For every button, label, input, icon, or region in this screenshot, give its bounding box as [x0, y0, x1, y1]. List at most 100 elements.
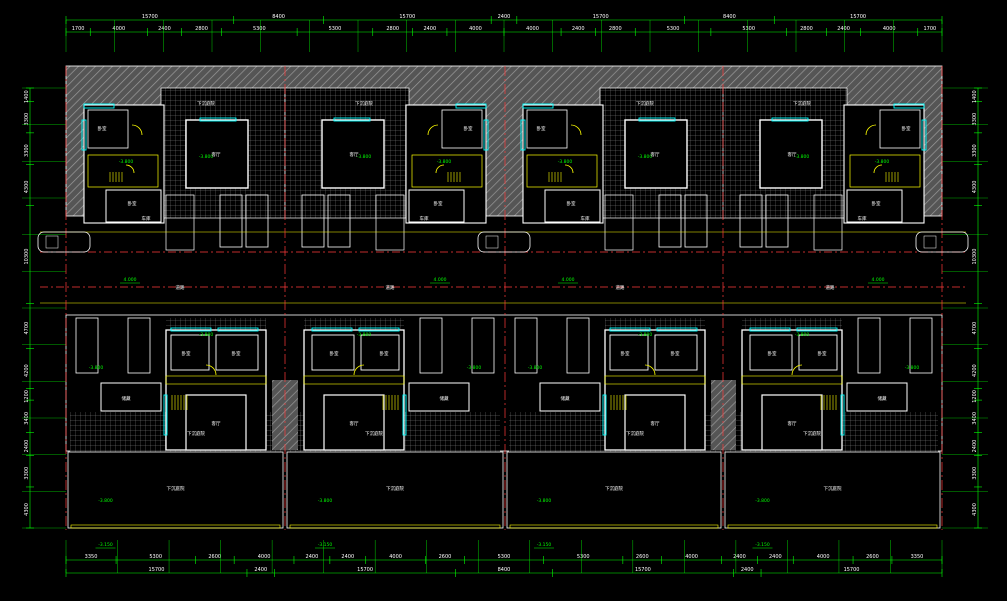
bedroom [654, 334, 698, 371]
window [893, 103, 925, 109]
bottom-block-outline [65, 314, 943, 452]
road-elevation: 4.000 [434, 277, 447, 283]
parking-car [471, 317, 495, 374]
right-side-label: 3400 [972, 412, 978, 425]
room-mid-yellow [411, 154, 483, 188]
site-elevation: -3.150 [318, 542, 333, 548]
garage-bay-outline [813, 194, 843, 251]
window [771, 117, 809, 122]
right-side-label: 2400 [972, 440, 978, 453]
bottom-overall-label: 2400 [254, 567, 267, 573]
top-row-units: -3.800-3.800客厅卧室卧室下沉庭院车库-3.800-3.800客厅卧室… [81, 87, 927, 251]
yard-label: 下沉庭院 [167, 485, 185, 492]
bottom-overall-label: 2400 [741, 567, 754, 573]
elevation-label: -3.800 [119, 159, 134, 165]
yard-elevation: -3.800 [318, 498, 333, 504]
top-overall-label: 15700 [593, 14, 609, 20]
garage-car [219, 194, 243, 248]
door-swing [791, 364, 803, 376]
living-room [323, 394, 385, 451]
window [81, 119, 87, 151]
room-label: 下沉庭院 [365, 430, 383, 437]
elevation-label: -3.800 [89, 365, 104, 371]
room-label: 下沉庭院 [355, 100, 373, 107]
room-label: 客厅 [788, 420, 797, 427]
parked-car-right [915, 231, 969, 253]
room-mid-yellow [849, 154, 921, 188]
room-label: 卧室 [872, 200, 881, 207]
road-strip [40, 231, 966, 304]
bottom-overall-label: 15700 [844, 567, 860, 573]
room-label: 卧室 [818, 350, 827, 357]
storage-room [408, 382, 470, 412]
right-side-label: 10300 [972, 249, 978, 265]
window [483, 119, 489, 151]
right-side-label: 4700 [972, 322, 978, 335]
room-label: 卧室 [567, 200, 576, 207]
door-swing [125, 164, 135, 174]
door-swing [205, 364, 217, 376]
door-swing [353, 364, 365, 376]
bottom-row-units: 卧室卧室客厅储藏下沉庭院-3.800-3.800卧室卧室客厅储藏下沉庭院-3.8… [70, 317, 938, 452]
yellow-corridor [165, 375, 267, 385]
garage-car [245, 194, 269, 248]
room-label: 卧室 [464, 125, 473, 132]
room-lower [105, 189, 162, 223]
storage-room [100, 382, 162, 412]
parking-car [75, 317, 99, 374]
garage-car [327, 194, 351, 248]
parking-car [909, 317, 933, 374]
left-side-label: 4300 [24, 503, 30, 516]
bottom-detail-label: 5300 [577, 554, 590, 560]
room-label: 卧室 [768, 350, 777, 357]
room-mid-yellow [526, 154, 598, 188]
room-upper [879, 109, 921, 149]
top-detail-label: 4000 [526, 26, 539, 32]
top-overall-label: 2400 [498, 14, 511, 20]
room-label: 客厅 [212, 151, 221, 158]
living-room [185, 119, 249, 189]
elevation-label: -3.800 [875, 159, 890, 165]
bottom-yards: 下沉庭院-3.800-3.150下沉庭院-3.800-3.150下沉庭院-3.8… [67, 451, 941, 549]
parking-car [514, 317, 538, 374]
left-side-label: 1200 [24, 390, 30, 403]
room-upper [441, 109, 483, 149]
room-label: 卧室 [380, 350, 389, 357]
site-elevation: -3.150 [537, 542, 552, 548]
top-overall-label: 15700 [399, 14, 415, 20]
left-side-label: 3300 [24, 113, 30, 126]
top-detail-label: 4000 [883, 26, 896, 32]
yard-edge [509, 524, 719, 529]
yard-label: 下沉庭院 [605, 485, 623, 492]
garage-car [658, 194, 682, 248]
window [199, 117, 237, 122]
room-label: 卧室 [671, 350, 680, 357]
hatched-shaft [711, 380, 724, 450]
bottom-detail-label: 2600 [866, 554, 879, 560]
bottom-detail-label: 2400 [769, 554, 782, 560]
door-swing [564, 164, 574, 174]
door-swing [435, 164, 445, 174]
top-detail-label: 2800 [609, 26, 622, 32]
elevation-label: -3.800 [795, 154, 810, 160]
bottom-overall-label: 15700 [357, 567, 373, 573]
elevation-label: -3.800 [558, 159, 573, 165]
right-side-label: 4300 [972, 181, 978, 194]
axis-grid-lines [65, 66, 943, 530]
door-swing [644, 364, 656, 376]
window [522, 103, 554, 109]
top-overall-label: 15700 [850, 14, 866, 20]
road-elevation: 4.000 [562, 277, 575, 283]
bottom-detail-label: 2400 [341, 554, 354, 560]
road-elevation: 4.000 [124, 277, 137, 283]
bottom-detail-label: 5300 [498, 554, 511, 560]
living-room [624, 119, 688, 189]
window [638, 117, 676, 122]
window [358, 327, 400, 332]
left-dimension-chain: 1400330033004300103004700420012003400240… [22, 87, 66, 529]
